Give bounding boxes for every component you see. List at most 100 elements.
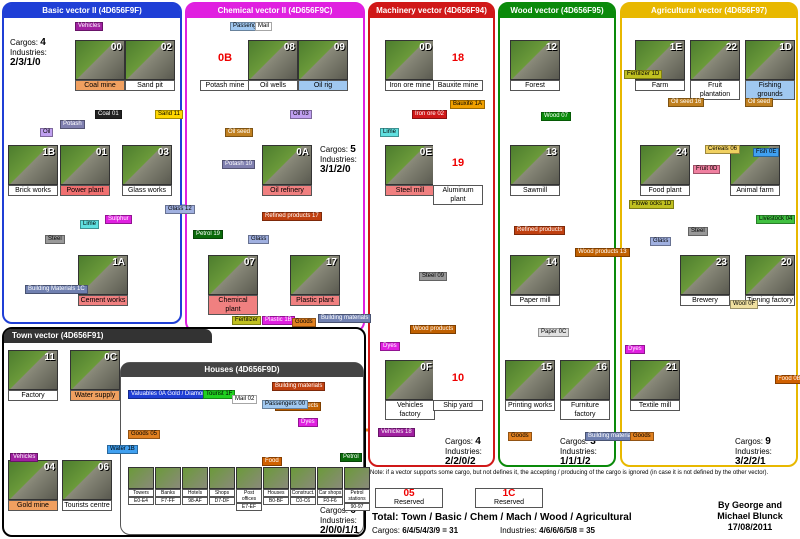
cargo-label: Vehicles 18 (378, 428, 415, 437)
cargo-label: Tourist 1F (203, 390, 236, 399)
house-name: Hotels (182, 489, 208, 497)
industry-name: Oil refinery (262, 185, 312, 196)
house-code: 90-97 (344, 503, 370, 511)
cargo-label: Food 0B (775, 375, 800, 384)
cargo-label: Iron ore 02 (412, 110, 448, 119)
house-tile (317, 467, 343, 489)
cargo-label: Coal 01 (95, 110, 122, 119)
industry-tile: 0A (262, 145, 312, 185)
house-tile (128, 467, 154, 489)
industry-number: 0E (419, 147, 432, 158)
cargo-label: Refined products 17 (262, 212, 322, 221)
industry-name: Animal farm (730, 185, 780, 196)
cargo-label: Oil (40, 128, 54, 137)
industry-name: Cement works (78, 295, 128, 306)
town-vector-title: Town vector (4D656F91) (4, 329, 212, 343)
cargo-label: Oil 03 (290, 110, 312, 119)
industry-name: Aluminum plant (433, 185, 483, 205)
cargo-label: Steel (688, 227, 708, 236)
industry-name: Plastic plant (290, 295, 340, 306)
industry-name: Water supply (70, 390, 120, 401)
machinery-vector-title: Machinery vector (4D656F94) (370, 4, 493, 18)
cargo-label: Dyes (298, 418, 318, 427)
house-name: Construct. (290, 489, 316, 497)
industry-tile: 1B (8, 145, 58, 185)
industry-tile: 08 (248, 40, 298, 80)
industry-tile: 11 (8, 350, 58, 390)
cargo-label: Goods (630, 432, 654, 441)
industry-tile: 0C (70, 350, 120, 390)
industry-name: Chemical plant (208, 295, 258, 315)
wood-vector-title: Wood vector (4D656F95) (500, 4, 614, 18)
cargo-label: Wood 07 (541, 112, 571, 121)
totals-industries: Industries: 4/6/6/6/5/8 = 35 (500, 526, 595, 535)
house-code: C0-C6 (290, 497, 316, 505)
industry-tile: 12 (510, 40, 560, 80)
industry-name: Paper mill (510, 295, 560, 306)
industry-number: 17 (325, 257, 337, 268)
industry-number: 06 (97, 462, 109, 473)
cargo-label: Dyes (625, 345, 645, 354)
cargo-label: Livestock 04 (756, 215, 796, 224)
industry-tile: 07 (208, 255, 258, 295)
industry-tile: 03 (122, 145, 172, 185)
cargo-label: Steel 09 (419, 272, 448, 281)
industry-name: Textile mill (630, 400, 680, 411)
industry-number: 11 (44, 352, 55, 363)
industry-number: 02 (160, 42, 172, 53)
cargo-label: Valuables 0A Gold / Diamonds (128, 390, 215, 399)
totals-line: Total: Town / Basic / Chem / Mach / Wood… (372, 512, 632, 523)
industry-name: Glass works (122, 185, 172, 196)
industry-name: Furniture factory (560, 400, 610, 420)
house-name: Towers (128, 489, 154, 497)
house-name: Car shops (317, 489, 343, 497)
industry-name: Farm (635, 80, 685, 91)
industry-tile: 15 (505, 360, 555, 400)
cargo-label: Building materials (272, 382, 326, 391)
cargo-label: Wood products 13 (575, 248, 630, 257)
cargo-label: Wood products (410, 325, 457, 334)
industry-number: 00 (110, 42, 122, 53)
house-tile (182, 467, 208, 489)
cargo-label: Paper 0C (538, 328, 570, 337)
house-name: Shops (209, 489, 235, 497)
house-code: 98-AF (182, 497, 208, 505)
industry-tile: 16 (560, 360, 610, 400)
cargo-label: Fruit 0D (693, 165, 721, 174)
cargo-label: Building Materials 1C (25, 285, 88, 294)
industry-number: 22 (725, 42, 737, 53)
industry-number: 0D (419, 42, 432, 53)
industry-tile: 18 (433, 40, 483, 80)
cargo-label: Vehicles (75, 22, 104, 31)
industry-number: 16 (595, 362, 607, 373)
industry-name: Power plant (60, 185, 110, 196)
cargo-label: Refined products (514, 226, 566, 235)
cargo-label: Food (262, 457, 282, 466)
industry-tile: 1A (78, 255, 128, 295)
cargo-label: Goods 05 (128, 430, 161, 439)
vector-note: Note: if a vector supports some cargo, b… (370, 470, 769, 476)
house-code: B0-BF (263, 497, 289, 505)
